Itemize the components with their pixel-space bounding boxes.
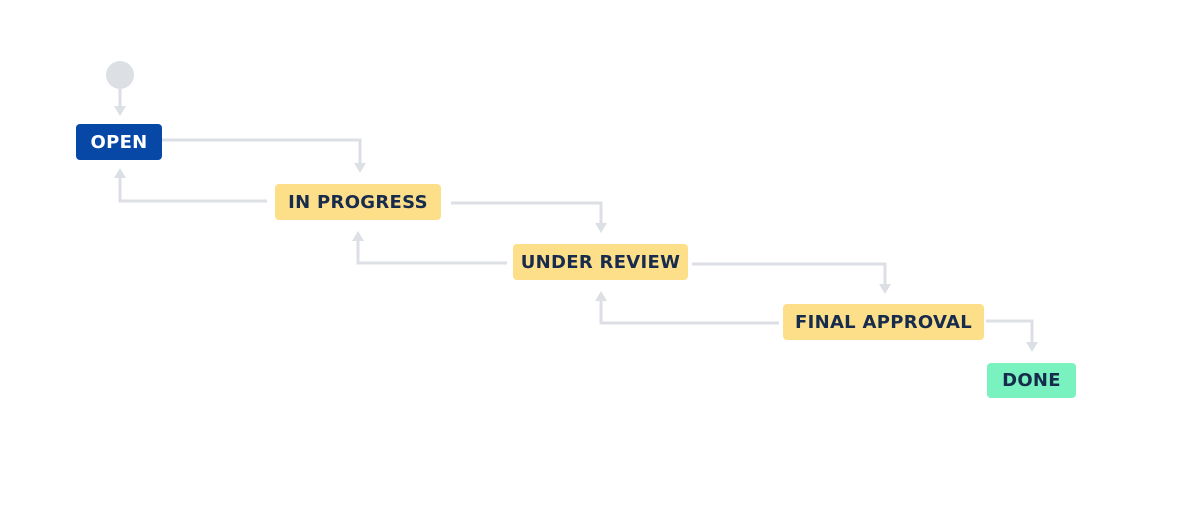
status-final-approval[interactable]: FINAL APPROVAL bbox=[783, 304, 984, 340]
status-under-review-label: UNDER REVIEW bbox=[520, 251, 681, 273]
status-in-progress-label: IN PROGRESS bbox=[288, 191, 428, 213]
status-open-label: OPEN bbox=[90, 131, 148, 153]
transition-final-approval-to-under-review bbox=[595, 291, 779, 325]
transition-open-to-in-progress bbox=[162, 138, 366, 173]
transition-under-review-to-in-progress bbox=[352, 231, 507, 265]
status-under-review[interactable]: UNDER REVIEW bbox=[513, 244, 688, 280]
start-node bbox=[106, 61, 134, 89]
status-open[interactable]: OPEN bbox=[76, 124, 162, 160]
status-in-progress[interactable]: IN PROGRESS bbox=[275, 184, 441, 220]
transition-final-approval-to-done bbox=[986, 319, 1038, 352]
status-final-approval-label: FINAL APPROVAL bbox=[794, 311, 973, 333]
status-done-label: DONE bbox=[1002, 370, 1061, 391]
transition-in-progress-to-open bbox=[114, 168, 267, 203]
transition-in-progress-to-under-review bbox=[451, 201, 607, 233]
transition-under-review-to-final-approval bbox=[692, 262, 891, 294]
transition-start-to-open bbox=[114, 89, 126, 116]
status-done[interactable]: DONE bbox=[987, 363, 1076, 398]
